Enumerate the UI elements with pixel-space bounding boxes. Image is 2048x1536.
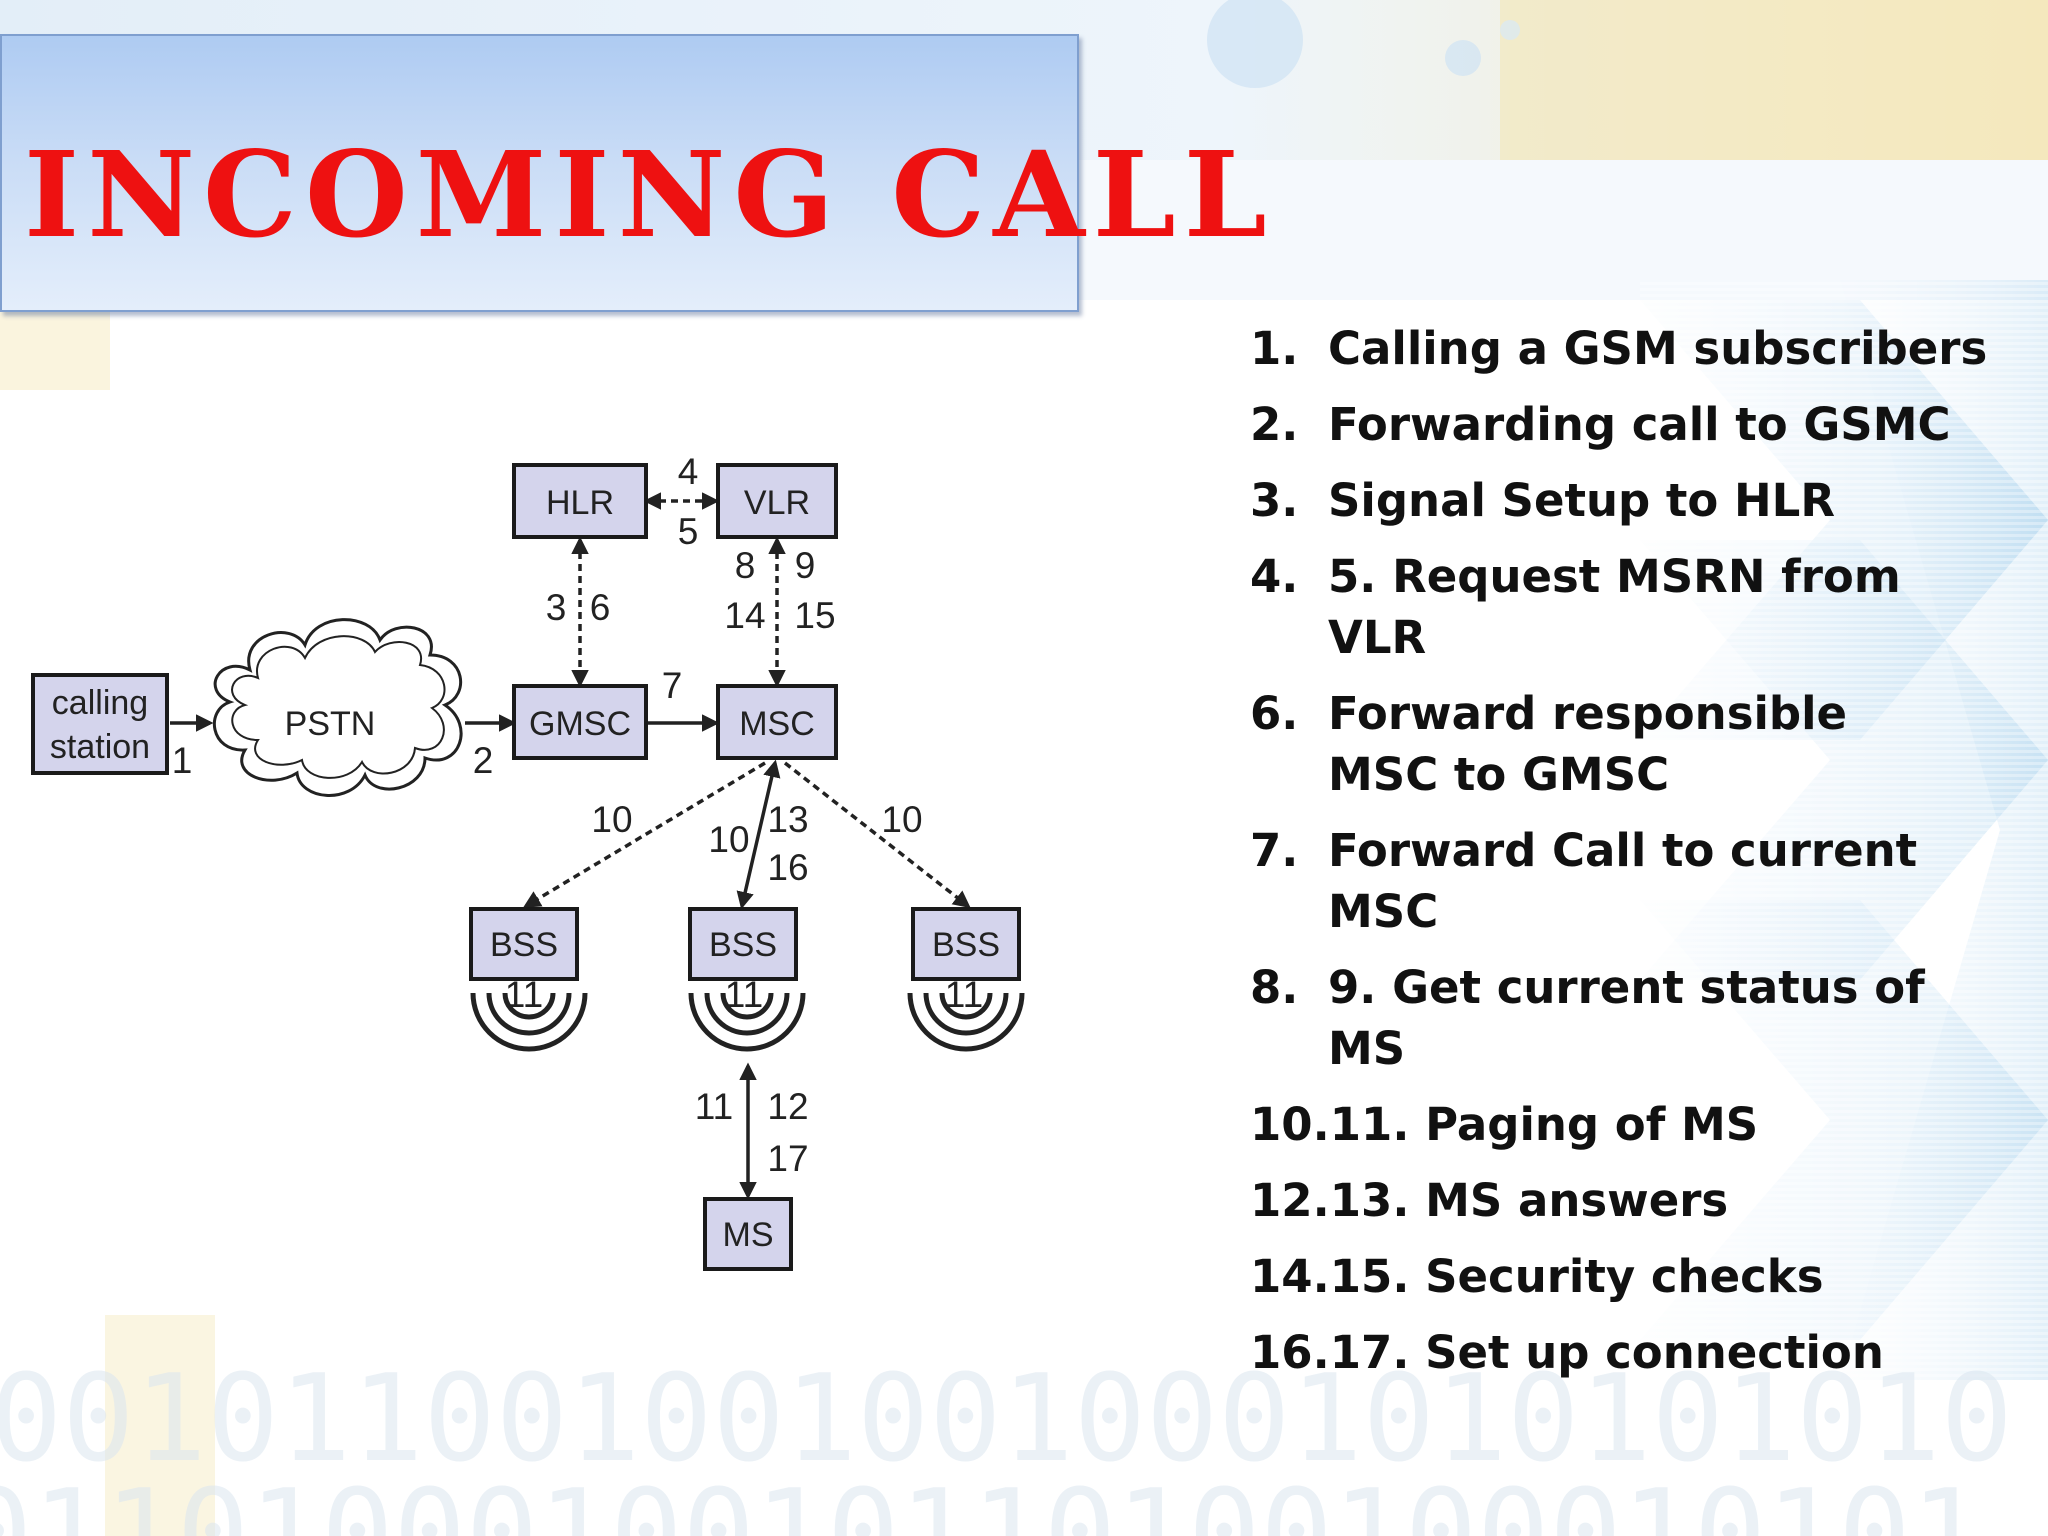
calling-station-label-line2: station xyxy=(50,728,150,766)
label-7: 7 xyxy=(662,665,683,706)
gmsc-label: GMSC xyxy=(529,705,631,743)
chevron-arrows-decoration xyxy=(1640,280,2048,1380)
step-number: 3. xyxy=(1250,474,1299,527)
label-10-right: 10 xyxy=(881,799,922,840)
step-text: Forward Call to current MSC xyxy=(1328,824,1918,938)
step-number: 6. xyxy=(1250,687,1299,740)
label-17: 17 xyxy=(767,1138,808,1179)
arrow-msc-to-bss-right xyxy=(783,761,971,909)
bss-left-box: BSS xyxy=(469,907,579,981)
radio-wave-icon xyxy=(907,992,1025,1052)
steps-list: 1. Calling a GSM subscribers 2. Forwarding… xyxy=(1250,318,2010,1398)
connector-lines xyxy=(170,492,971,1200)
radio-wave-icon xyxy=(688,992,806,1052)
bss-center-box: BSS xyxy=(688,907,798,981)
step-text: 10.11. Paging of MS xyxy=(1250,1098,1759,1151)
msc-label: MSC xyxy=(739,705,815,743)
hlr-label: HLR xyxy=(546,484,614,522)
label-9: 9 xyxy=(795,545,816,586)
list-item: 8. 9. Get current status of MS xyxy=(1250,957,2010,1079)
vlr-label: VLR xyxy=(744,484,810,522)
label-2: 2 xyxy=(473,740,494,781)
list-item: 10.11. Paging of MS xyxy=(1250,1094,2010,1155)
binary-digits-decoration: 0010110010010010001010101010 01101000100… xyxy=(0,1350,2013,1536)
svg-text:0110100010010110100100010101: 0110100010010110100100010101 xyxy=(0,1465,1983,1536)
label-16: 16 xyxy=(767,847,808,888)
step-text: 9. Get current status of MS xyxy=(1328,961,1925,1075)
step-text: 16.17. Set up connection xyxy=(1250,1326,1884,1379)
radio-waves xyxy=(470,992,1025,1052)
bss-right-box: BSS xyxy=(911,907,1021,981)
bubble-decoration xyxy=(1500,20,1520,40)
label-15: 15 xyxy=(794,595,835,636)
step-number-labels: 1 2 4 5 3 6 8 9 14 15 7 10 10 13 16 10 1… xyxy=(172,451,984,1179)
pstn-label: PSTN xyxy=(285,705,376,743)
label-12: 12 xyxy=(767,1086,808,1127)
label-1: 1 xyxy=(172,740,193,781)
label-5: 5 xyxy=(678,511,699,552)
list-item: 6. Forward responsible MSC to GMSC xyxy=(1250,683,1968,805)
msc-box: MSC xyxy=(716,684,838,760)
step-number: 4. xyxy=(1250,550,1299,603)
slide-title: INCOMING CALL xyxy=(24,125,1275,264)
calling-station-label-line1: calling xyxy=(52,684,148,722)
incoming-call-diagram: PSTN calling station GMSC MSC HLR VLR BS… xyxy=(31,451,1025,1271)
list-item: 7. Forward Call to current MSC xyxy=(1250,820,1968,942)
label-11-center: 11 xyxy=(725,974,763,1015)
list-item: 3. Signal Setup to HLR xyxy=(1250,470,2010,531)
cloud-shape xyxy=(213,618,463,797)
label-10-center: 10 xyxy=(708,819,749,860)
step-number: 7. xyxy=(1250,824,1299,877)
list-item: 4. 5. Request MSRN from VLR xyxy=(1250,546,2010,668)
bubble-decoration xyxy=(1445,40,1481,76)
label-11-right: 11 xyxy=(945,974,983,1015)
list-item: 16.17. Set up connection xyxy=(1250,1322,2010,1383)
bss-right-label: BSS xyxy=(932,926,1000,964)
bss-center-label: BSS xyxy=(709,926,777,964)
step-text: Forwarding call to GSMC xyxy=(1328,398,1951,451)
label-14: 14 xyxy=(724,595,765,636)
arrow-msc-to-bss-left xyxy=(522,761,766,908)
label-6: 6 xyxy=(590,587,611,628)
radio-wave-icon xyxy=(470,992,588,1052)
hlr-box: HLR xyxy=(512,463,648,539)
step-number: 8. xyxy=(1250,961,1299,1014)
list-item: 2. Forwarding call to GSMC xyxy=(1250,394,2010,455)
step-text: 5. Request MSRN from VLR xyxy=(1328,550,1901,664)
step-text: 14.15. Security checks xyxy=(1250,1250,1824,1303)
title-banner: INCOMING CALL xyxy=(0,34,1267,312)
step-text: Forward responsible MSC to GMSC xyxy=(1328,687,1848,801)
step-text: Calling a GSM subscribers xyxy=(1328,322,1988,375)
svg-text:0010110010010010001010101010: 0010110010010010001010101010 xyxy=(0,1350,2013,1489)
list-item: 1. Calling a GSM subscribers xyxy=(1250,318,2010,379)
label-4: 4 xyxy=(678,451,699,492)
step-text: 12.13. MS answers xyxy=(1250,1174,1729,1227)
vlr-box: VLR xyxy=(716,463,838,539)
step-text: Signal Setup to HLR xyxy=(1328,474,1835,527)
list-item: 14.15. Security checks xyxy=(1250,1246,2010,1307)
step-number: 2. xyxy=(1250,398,1299,451)
step-number: 1. xyxy=(1250,322,1299,375)
pstn-cloud: PSTN xyxy=(213,618,463,797)
bss-left-label: BSS xyxy=(490,926,558,964)
arrow-msc-bss-center xyxy=(736,759,781,910)
label-8: 8 xyxy=(735,545,756,586)
ms-box: MS xyxy=(703,1197,793,1271)
ms-label: MS xyxy=(723,1216,774,1254)
calling-station-box: calling station xyxy=(31,673,169,775)
label-11-ms: 11 xyxy=(695,1086,733,1127)
label-11-left: 11 xyxy=(505,974,543,1015)
gmsc-box: GMSC xyxy=(512,684,648,760)
label-10-left: 10 xyxy=(591,799,632,840)
label-3: 3 xyxy=(546,587,567,628)
label-13: 13 xyxy=(767,799,808,840)
bubble-decoration xyxy=(1207,0,1303,88)
list-item: 12.13. MS answers xyxy=(1250,1170,2010,1231)
